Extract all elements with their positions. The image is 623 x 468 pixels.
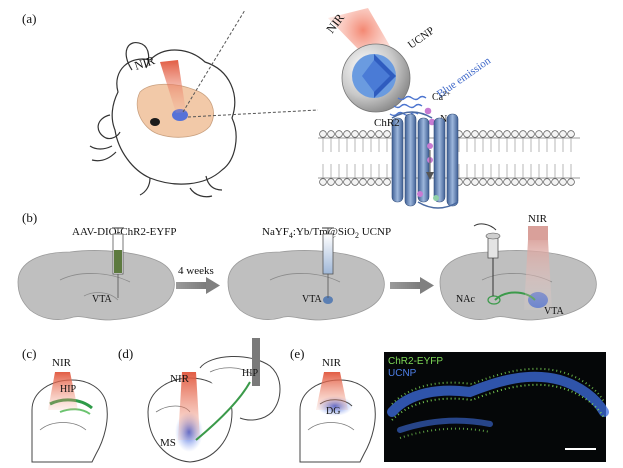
ion-na — [428, 118, 436, 126]
ion-in-2 — [433, 195, 439, 201]
rat-eye — [150, 118, 160, 126]
step1-label: AAV-DIO-ChR2-EYFP — [72, 226, 177, 238]
sagittal-brain-1 — [17, 250, 175, 321]
ion-channel-1 — [427, 143, 433, 149]
syringe-1 — [112, 227, 124, 298]
lipid-heads — [319, 130, 575, 186]
d-nir-beam — [178, 372, 200, 440]
zoom-line — [187, 109, 319, 118]
weeks-label: 4 weeks — [178, 265, 214, 277]
e-nir-label: NIR — [322, 357, 342, 369]
panel-label-a: (a) — [22, 11, 36, 26]
nac-label: NAc — [456, 294, 475, 305]
ion-ca — [424, 107, 432, 115]
legend-ucnp: UCNP — [388, 368, 417, 379]
brain3-probe — [473, 223, 501, 296]
c-nir-beam — [48, 372, 78, 410]
d-ms-label: MS — [160, 437, 176, 449]
lipid-tails — [322, 138, 572, 178]
legend-chr2-eyfp: ChR2-EYFP — [388, 356, 443, 367]
vta-label-1: VTA — [92, 294, 113, 305]
sagittal-brain-3 — [439, 250, 597, 321]
brain3-nir-beam — [524, 240, 552, 310]
vta-label-2: VTA — [302, 294, 323, 305]
ucnp-core-inner — [362, 60, 390, 92]
e-dg-label: DG — [326, 406, 340, 417]
arrow-step-3 — [390, 277, 434, 294]
chr2-channel — [391, 111, 459, 209]
rat-nir-beam — [160, 60, 186, 113]
d-probe — [252, 338, 260, 386]
brain3-nir-source — [528, 226, 548, 240]
panel-label-d: (d) — [118, 346, 133, 361]
ion-flow-arrowhead — [426, 172, 434, 180]
vta-label-3: VTA — [544, 306, 565, 317]
chr2-label: ChR2 — [374, 117, 400, 129]
micrograph — [384, 352, 609, 462]
ion-in-1 — [417, 191, 423, 197]
sagittal-brain-2 — [227, 250, 385, 321]
e-nir-beam — [316, 372, 348, 410]
syringe-2 — [322, 227, 334, 298]
c-nir-label: NIR — [52, 357, 72, 369]
blue-emission-arrows — [389, 95, 427, 117]
ion-ca-label: Ca2+ — [432, 90, 451, 103]
d-projection — [195, 381, 251, 441]
ucnp-label: UCNP — [406, 25, 437, 52]
d-hip-label: HIP — [242, 368, 259, 379]
brain3-nir-label: NIR — [528, 213, 548, 225]
rat-nir-label: NIR — [133, 53, 157, 73]
panel-label-e: (e) — [290, 346, 304, 361]
panel-label-c: (c) — [22, 346, 36, 361]
d-nir-label: NIR — [170, 373, 190, 385]
step2-label: NaYF4:Yb/Tm@SiO2 UCNP — [262, 226, 391, 240]
c-hip-label: HIP — [60, 384, 77, 395]
panel-label-b: (b) — [22, 210, 37, 225]
arrow-4-weeks — [176, 277, 220, 294]
